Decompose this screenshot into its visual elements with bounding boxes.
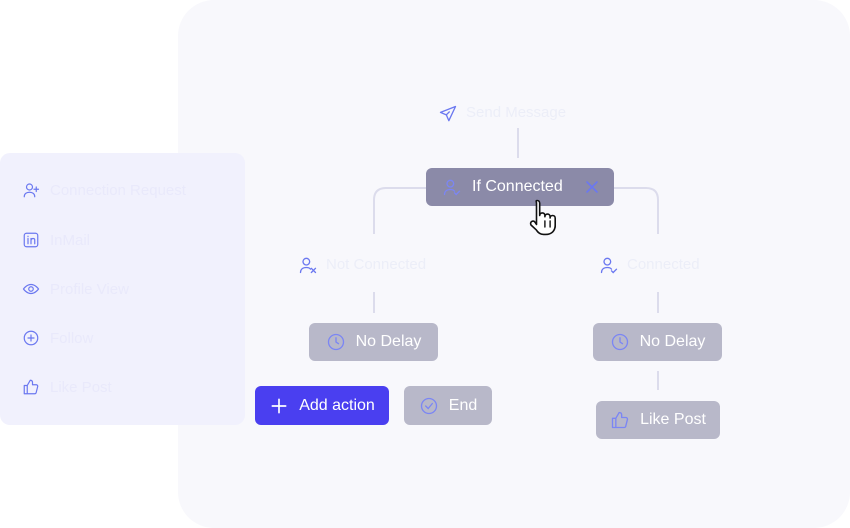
left-branch-label: Not Connected [326, 256, 427, 273]
plus-icon [271, 398, 287, 413]
user-check-icon [443, 179, 461, 196]
add-action-button[interactable]: Add action [255, 386, 389, 425]
delay-label: No Delay [639, 333, 706, 350]
end-node[interactable]: End [404, 386, 492, 425]
clock-icon [327, 333, 344, 351]
like-post-label: Like Post [640, 411, 706, 428]
sidebar-item-follow[interactable]: Follow [22, 327, 93, 349]
user-plus-icon [23, 183, 40, 198]
sidebar-item-inmail[interactable]: InMail [22, 229, 90, 251]
like-post-node[interactable]: Like Post [596, 401, 720, 439]
add-action-label: Add action [299, 396, 375, 414]
start-node-label: Send Message [466, 104, 567, 121]
user-x-icon [299, 257, 317, 274]
plus-circle-icon [23, 330, 39, 346]
sidebar-item-label: Like Post [50, 378, 112, 396]
close-icon[interactable] [585, 180, 599, 194]
check-circle-icon [420, 397, 437, 414]
condition-label: If Connected [472, 178, 563, 195]
sidebar-item-label: Profile View [50, 280, 129, 298]
hand-cursor-icon [529, 199, 556, 236]
condition-node-if-connected[interactable]: If Connected [426, 168, 614, 206]
thumbs-up-icon [23, 379, 39, 395]
flow-canvas [178, 0, 850, 528]
delay-node-left[interactable]: No Delay [309, 323, 438, 361]
send-icon [439, 105, 457, 122]
sidebar-item-label: Follow [50, 329, 94, 347]
sidebar-item-label: Connection Request [50, 181, 186, 199]
right-branch-label: Connected [627, 256, 700, 273]
action-sidebar: Connection Request InMail Profile View F… [0, 153, 245, 425]
clock-icon [611, 333, 628, 351]
delay-label: No Delay [355, 333, 422, 350]
sidebar-item-connection-request[interactable]: Connection Request [22, 179, 186, 201]
eye-icon [22, 283, 40, 295]
sidebar-item-label: InMail [50, 231, 91, 249]
sidebar-item-profile-view[interactable]: Profile View [22, 278, 129, 300]
sidebar-item-like-post[interactable]: Like Post [22, 376, 112, 398]
delay-node-right[interactable]: No Delay [593, 323, 722, 361]
linkedin-icon [23, 232, 39, 248]
thumbs-up-icon [611, 411, 629, 429]
user-check-icon [600, 257, 618, 274]
end-label: End [448, 396, 478, 414]
